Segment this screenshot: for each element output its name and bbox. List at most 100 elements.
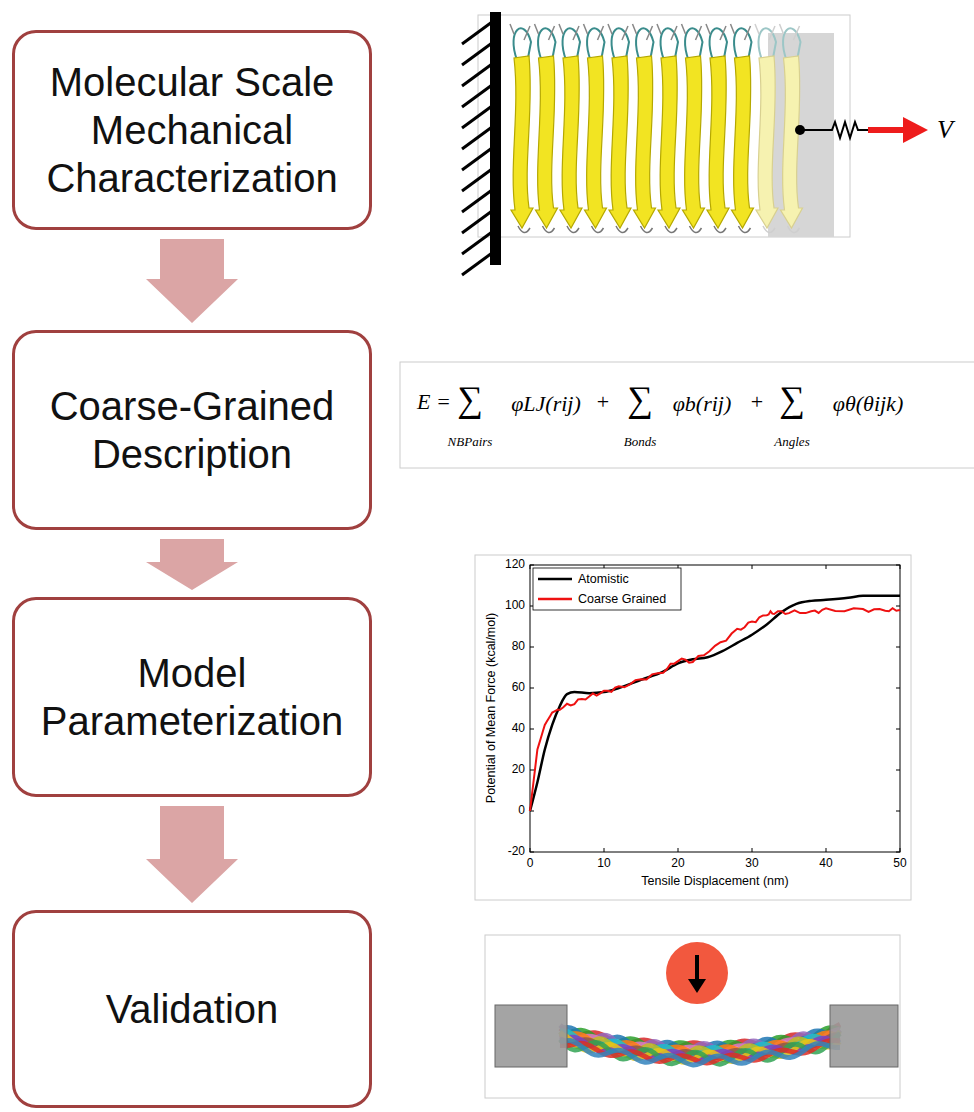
strand-loop xyxy=(514,28,531,60)
strand-loop xyxy=(612,28,629,60)
x-tick xyxy=(900,565,901,569)
equation-frame xyxy=(400,362,974,468)
wall-hatch xyxy=(462,148,492,170)
sum-symbol: ∑ xyxy=(457,380,483,420)
y-tick xyxy=(896,565,900,566)
y-tick xyxy=(896,688,900,689)
wall-hatch xyxy=(462,253,492,275)
axis-title: Tensile Displacement (nm) xyxy=(641,875,788,889)
tick-label: 80 xyxy=(512,640,525,653)
legend-box xyxy=(533,568,681,610)
strand-foot-loop xyxy=(714,226,726,233)
fiber-strand xyxy=(560,1041,840,1065)
tick-label: 100 xyxy=(505,599,525,612)
box-label: Validation xyxy=(25,985,359,1033)
strand-side-chain xyxy=(608,24,628,40)
flow-arrow xyxy=(146,239,238,323)
strand-loop xyxy=(783,28,800,60)
box-label: Molecular Scale Mechanical Characterizat… xyxy=(25,58,359,202)
strand-foot-loop xyxy=(690,226,702,233)
beta-strand xyxy=(732,56,754,228)
strand-side-chain xyxy=(510,24,530,40)
strand-foot-loop xyxy=(543,226,555,233)
x-tick xyxy=(826,565,827,569)
coarse-grained-curve xyxy=(530,608,900,811)
x-tick xyxy=(678,848,679,852)
strand-loop xyxy=(563,28,580,60)
sum-subscript: Angles xyxy=(774,435,809,449)
equation-term: φθ(θijk) xyxy=(833,392,903,416)
strand-side-chain xyxy=(633,24,653,40)
x-tick xyxy=(752,565,753,569)
legend-line-sample xyxy=(538,598,572,601)
y-tick xyxy=(530,647,534,648)
strand-foot-loop xyxy=(616,226,628,233)
equation-term: φb(rij) xyxy=(673,392,732,416)
fiber-strand xyxy=(560,1034,840,1064)
beta-strand xyxy=(781,56,803,228)
pull-arrow-shaft xyxy=(868,127,906,133)
beta-strand xyxy=(511,56,533,228)
spring xyxy=(800,122,868,138)
x-tick xyxy=(826,848,827,852)
axis-title: Potential of Mean Force (kcal/mol) xyxy=(485,613,499,803)
y-tick xyxy=(896,852,900,853)
wall-hatch xyxy=(462,22,492,44)
beta-strand xyxy=(585,56,607,228)
process-box: Model Parameterization xyxy=(12,597,372,797)
y-tick xyxy=(530,770,534,771)
beta-strand xyxy=(658,56,680,228)
y-tick xyxy=(530,852,534,853)
x-tick xyxy=(530,848,531,852)
y-tick xyxy=(530,565,534,566)
atomistic-curve xyxy=(530,596,900,811)
strand-loop xyxy=(587,28,604,60)
tick-label: 20 xyxy=(671,857,684,870)
pull-arrow-head xyxy=(903,117,928,143)
figure-frame xyxy=(485,935,900,1098)
strand-foot-loop xyxy=(518,226,530,233)
strand-foot-loop xyxy=(665,226,677,233)
equation-operator: + xyxy=(751,390,763,414)
chart-frame xyxy=(475,555,911,900)
strand-loop xyxy=(710,28,727,60)
tick-label: 30 xyxy=(745,857,758,870)
strand-foot-loop xyxy=(788,226,800,233)
load-arrow-head xyxy=(688,979,706,993)
x-tick xyxy=(604,848,605,852)
beta-strand xyxy=(683,56,705,228)
strand-loop xyxy=(661,28,678,60)
wall-hatch xyxy=(462,232,492,254)
strand-foot-loop xyxy=(592,226,604,233)
beta-strand xyxy=(634,56,656,228)
strand-side-chain xyxy=(706,24,726,40)
x-tick xyxy=(530,565,531,569)
tick-label: 40 xyxy=(819,857,832,870)
tick-label: 20 xyxy=(512,763,525,776)
strand-side-chain xyxy=(559,24,579,40)
flow-arrow xyxy=(146,806,238,903)
figure-frame xyxy=(478,15,850,237)
strand-side-chain xyxy=(682,24,702,40)
strand-side-chain xyxy=(755,24,775,40)
strand-foot-loop xyxy=(567,226,579,233)
clamp-left xyxy=(495,1005,567,1067)
beta-strand xyxy=(536,56,558,228)
wall-hatch xyxy=(462,190,492,212)
wall-hatch xyxy=(462,127,492,149)
strand-foot-loop xyxy=(763,226,775,233)
sum-subscript: Bonds xyxy=(624,435,657,449)
sum-symbol: ∑ xyxy=(779,380,805,420)
strand-loop xyxy=(636,28,653,60)
fixed-wall xyxy=(490,12,501,265)
y-tick xyxy=(896,729,900,730)
x-tick xyxy=(752,848,753,852)
process-box: Validation xyxy=(12,910,372,1108)
y-tick xyxy=(896,811,900,812)
process-box: Molecular Scale Mechanical Characterizat… xyxy=(12,30,372,230)
wall-hatch xyxy=(462,85,492,107)
tick-label: 0 xyxy=(527,857,534,870)
pulled-region xyxy=(768,33,834,237)
strand-side-chain xyxy=(731,24,751,40)
y-tick xyxy=(896,647,900,648)
